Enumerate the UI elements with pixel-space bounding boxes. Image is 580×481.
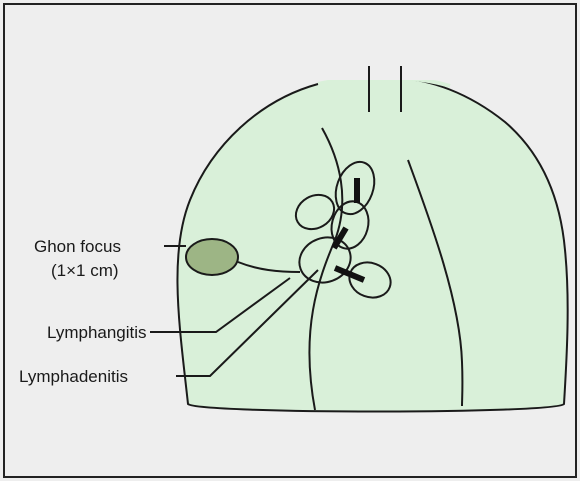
label-ghon-focus: Ghon focus: [34, 237, 121, 256]
label-ghon-size: (1×1 cm): [51, 261, 119, 280]
label-lymphangitis: Lymphangitis: [47, 323, 147, 342]
trachea-gap-bg: [316, 60, 452, 80]
label-lymphadenitis: Lymphadenitis: [19, 367, 128, 386]
ghon-focus-lesion: [186, 239, 238, 275]
